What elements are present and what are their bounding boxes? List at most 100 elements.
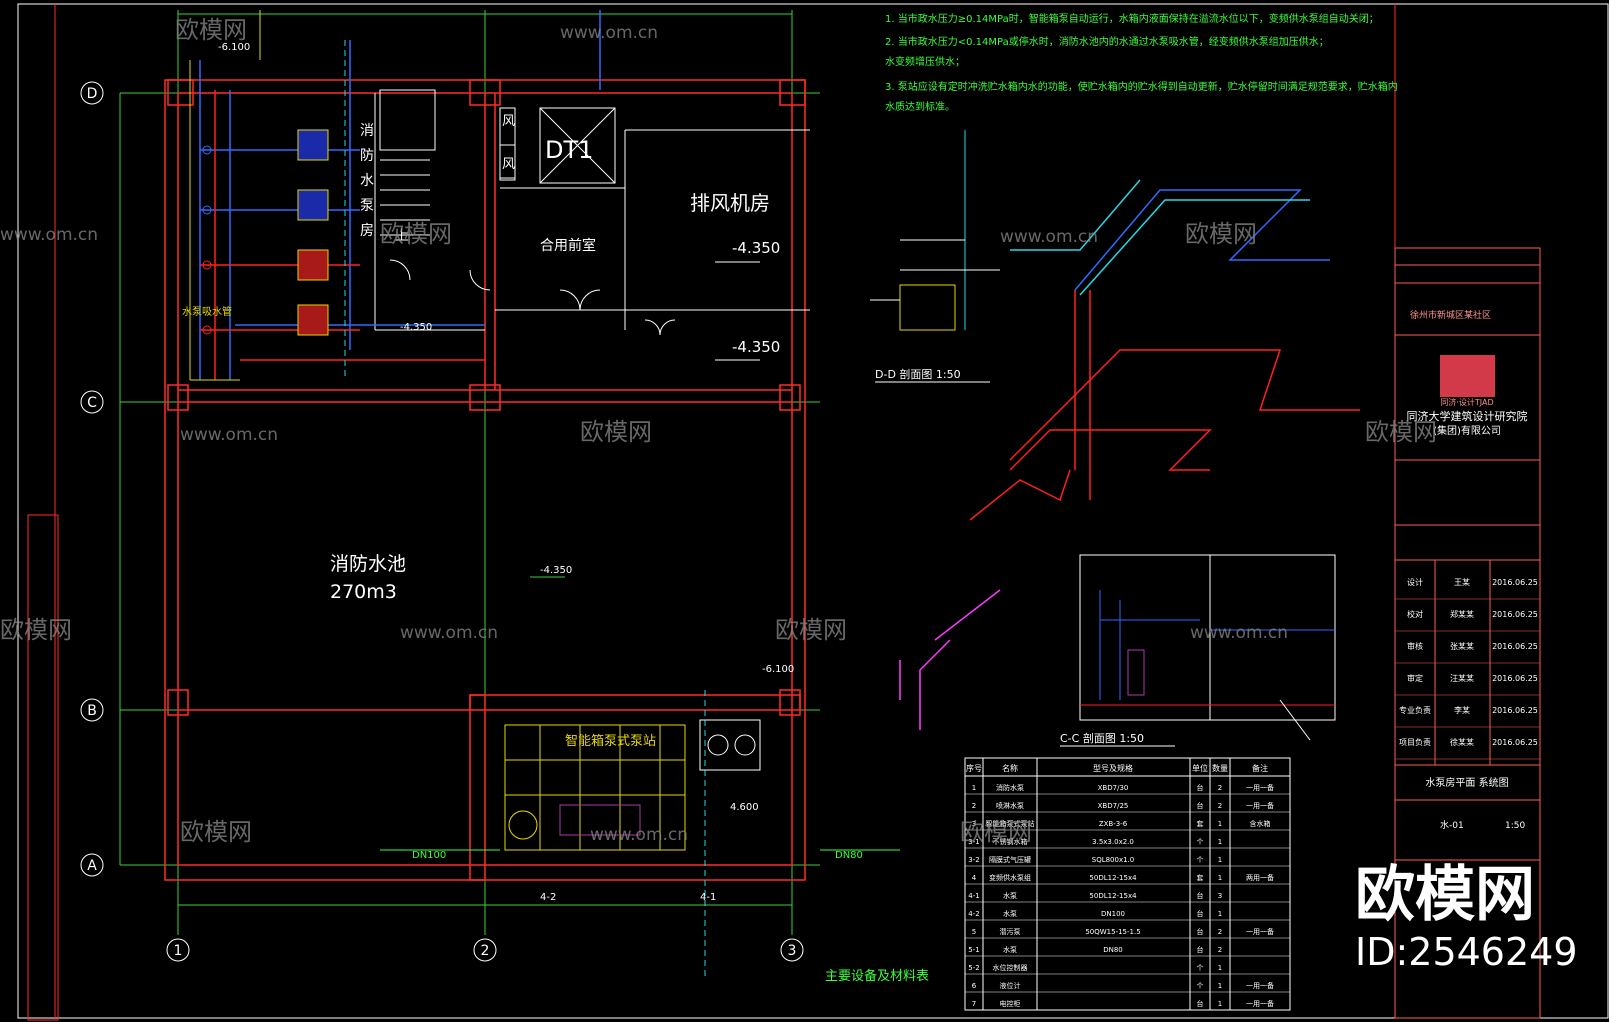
room-wind-1: 风 (502, 114, 515, 129)
signature-cell: 2016.06.25 (1492, 706, 1538, 715)
pump-1 (297, 129, 329, 161)
axis-label-1: 1 (174, 943, 183, 959)
table-cell: 潜污泵 (1000, 927, 1021, 936)
table-cell: 1 (1218, 874, 1222, 882)
table-cell: 水泵 (1003, 945, 1017, 954)
note-3: 水变频增压供水； (885, 55, 965, 68)
note-4: 3. 泵站应设有定时冲洗贮水箱内水的功能，使贮水箱内的贮水得到自动更新，贮水停留… (885, 80, 1398, 93)
signature-cell: 2016.06.25 (1492, 610, 1538, 619)
wm-site-6: www.om.cn (1190, 623, 1288, 643)
table-cell: 个 (1197, 838, 1204, 846)
table-cell: 3 (1218, 892, 1222, 900)
table-cell: 变频供水泵组 (989, 873, 1031, 882)
note-1: 1. 当市政水压力≥0.14MPa时，智能箱泵自动运行，水箱内液面保持在溢流水位… (885, 12, 1379, 25)
signature-cell: 校对 (1407, 609, 1423, 619)
table-cell: 水泵 (1003, 909, 1017, 918)
table-cell: 台 (1197, 927, 1204, 936)
water-pipes (199, 10, 601, 380)
table-cell: 台 (1197, 945, 1204, 954)
table-cell: 50QW15-15-1.5 (1085, 928, 1140, 936)
table-cell: 两用一备 (1246, 873, 1274, 882)
table-cell: 3 (972, 820, 976, 828)
table-cell: 一用一备 (1246, 801, 1274, 810)
table-cell: 5-2 (968, 964, 979, 972)
table-header-cell: 型号及规格 (1093, 763, 1133, 773)
table-cell: 台 (1197, 801, 1204, 810)
elev-pool-floor: -4.350 (540, 565, 572, 576)
pump-2 (297, 189, 329, 221)
signature-cell: 设计 (1407, 577, 1423, 587)
wm-brand-9: 欧模网 (960, 818, 1032, 846)
table-cell: 3-2 (968, 856, 979, 864)
table-cell: 电控柜 (1000, 999, 1021, 1008)
table-cell: 隔膜式气压罐 (989, 855, 1031, 864)
sheet-number: 水-01 (1440, 819, 1464, 831)
drain-pipes (189, 10, 261, 381)
wm-brand-3: 欧模网 (1185, 220, 1257, 248)
wm-brand-4: 欧模网 (580, 418, 652, 446)
table-cell: ZXB-3-6 (1099, 820, 1128, 828)
table-cell: 水泵 (1003, 891, 1017, 900)
company-logo (1440, 355, 1495, 397)
table-cell: 2 (972, 802, 976, 810)
room-pool-volume: 270m3 (330, 581, 397, 603)
label-4-2: 4-2 (540, 892, 556, 903)
table-cell: 一用一备 (1246, 927, 1274, 936)
system-isometric (899, 179, 1360, 730)
table-cell: 7 (972, 1000, 976, 1008)
note-2: 2. 当市政水压力<0.14MPa或停水时，消防水池内的水通过水泵吸水管，经变频… (885, 35, 1329, 48)
wm-site-5: www.om.cn (400, 623, 498, 643)
table-cell: 1 (1218, 1000, 1222, 1008)
table-cell: 1 (1218, 820, 1222, 828)
axis-label-3: 3 (788, 943, 797, 959)
pump-set (699, 719, 761, 771)
section-dd (870, 130, 1000, 331)
signature-cell: 张某某 (1450, 642, 1474, 651)
wm-site-2: www.om.cn (1000, 227, 1098, 247)
table-cell: 1 (1218, 856, 1222, 864)
table-cell: 套 (1197, 819, 1204, 828)
section-dd-title: D-D 剖面图 1:50 (875, 367, 961, 381)
elev-pump-floor: -4.350 (400, 322, 432, 333)
table-cell: XBD7/30 (1098, 784, 1129, 792)
table-cell: 液位计 (1000, 981, 1021, 990)
walls (164, 79, 806, 881)
table-cell: SQL800x1.0 (1092, 856, 1135, 864)
room-fire-pump-3: 水 (360, 173, 374, 189)
signature-cell: 审定 (1407, 673, 1423, 683)
table-cell: 1 (972, 784, 976, 792)
wm-brand-6: 欧模网 (0, 616, 72, 644)
table-cell: 4 (972, 874, 977, 882)
elev-exhaust-1: -4.350 (732, 239, 780, 257)
vent-pipes (344, 40, 706, 980)
table-cell: 2 (1218, 784, 1222, 792)
room-exhaust: 排风机房 (690, 191, 770, 215)
wm-site-4: www.om.cn (180, 425, 278, 445)
elev-tank-level: 4.600 (730, 802, 759, 813)
room-fire-pump-2: 防 (360, 148, 374, 164)
table-cell: 50DL12-15x4 (1089, 892, 1137, 900)
table-cell: 个 (1197, 856, 1204, 864)
room-pump-suction: 水泵吸水管 (182, 305, 232, 318)
signature-cell: 2016.06.25 (1492, 738, 1538, 747)
axis-label-d: D (87, 86, 98, 102)
note-5: 水质达到标准。 (885, 101, 955, 113)
table-cell: 一用一备 (1246, 999, 1274, 1008)
table-cell: 不锈钢水箱 (993, 837, 1028, 846)
table-cell: XBD7/25 (1098, 802, 1129, 810)
table-header-cell: 数量 (1212, 763, 1228, 773)
wm-site-7: www.om.cn (590, 825, 688, 845)
table-cell: 一用一备 (1246, 783, 1274, 792)
table-cell: 消防水泵 (996, 783, 1024, 792)
signature-cell: 审核 (1407, 641, 1423, 651)
table-cell: 1 (1218, 910, 1222, 918)
table-cell: DN100 (1101, 910, 1125, 918)
table-cell: 个 (1197, 982, 1204, 990)
section-cc (1079, 554, 1336, 741)
table-cell: 2 (1218, 946, 1222, 954)
wm-brand-1: 欧模网 (175, 16, 247, 44)
design-notes: 1. 当市政水压力≥0.14MPa时，智能箱泵自动运行，水箱内液面保持在溢流水位… (885, 12, 1398, 113)
label-dn100: DN100 (412, 850, 446, 861)
